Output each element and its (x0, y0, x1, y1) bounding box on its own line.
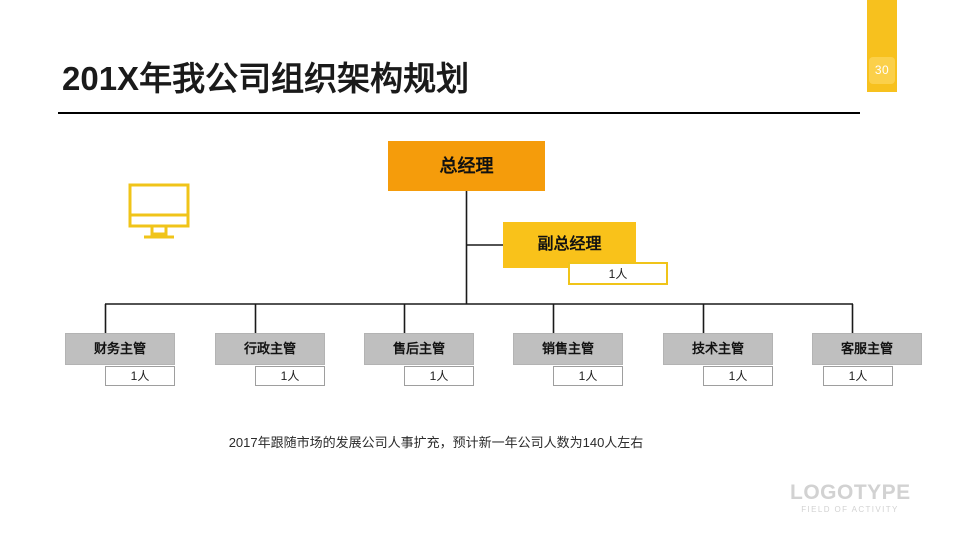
logo: LOGOTYPE FIELD OF ACTIVITY (790, 482, 910, 516)
org-node-label: 副总经理 (537, 236, 602, 253)
org-node-count-supervisor-after-sales: 1人 (404, 366, 474, 386)
title-divider (58, 112, 860, 114)
org-node-label: 技术主管 (691, 341, 744, 356)
org-node-label: 客服主管 (840, 341, 893, 356)
org-node-supervisor-administration[interactable]: 行政主管 (215, 333, 325, 365)
org-node-supervisor-technical[interactable]: 技术主管 (663, 333, 773, 365)
page-title: 201X年我公司组织架构规划 (62, 60, 470, 97)
org-node-deputy-general-manager[interactable]: 副总经理 (503, 222, 636, 268)
org-node-label: 总经理 (439, 156, 494, 176)
monitor-icon (128, 183, 190, 241)
org-node-count-supervisor-sales: 1人 (553, 366, 623, 386)
org-node-label: 售后主管 (392, 341, 445, 356)
org-node-label: 行政主管 (243, 341, 296, 356)
page-number-badge: 30 (869, 57, 895, 84)
org-node-count-supervisor-administration: 1人 (255, 366, 325, 386)
org-node-supervisor-sales[interactable]: 销售主管 (513, 333, 623, 365)
org-node-count-deputy-general-manager: 1人 (568, 262, 668, 285)
logo-name: LOGOTYPE (790, 481, 911, 504)
org-node-label: 财务主管 (93, 341, 146, 356)
chart-caption: 2017年跟随市场的发展公司人事扩充，预计新一年公司人数为140人左右 (228, 435, 644, 450)
org-node-supervisor-finance[interactable]: 财务主管 (65, 333, 175, 365)
org-node-count-supervisor-technical: 1人 (703, 366, 773, 386)
org-node-supervisor-after-sales[interactable]: 售后主管 (364, 333, 474, 365)
org-node-general-manager[interactable]: 总经理 (388, 141, 545, 191)
org-node-supervisor-customer-service[interactable]: 客服主管 (812, 333, 922, 365)
logo-tagline: FIELD OF ACTIVITY (801, 505, 899, 514)
org-node-label: 销售主管 (541, 341, 594, 356)
org-node-count-supervisor-customer-service: 1人 (823, 366, 893, 386)
org-node-count-supervisor-finance: 1人 (105, 366, 175, 386)
